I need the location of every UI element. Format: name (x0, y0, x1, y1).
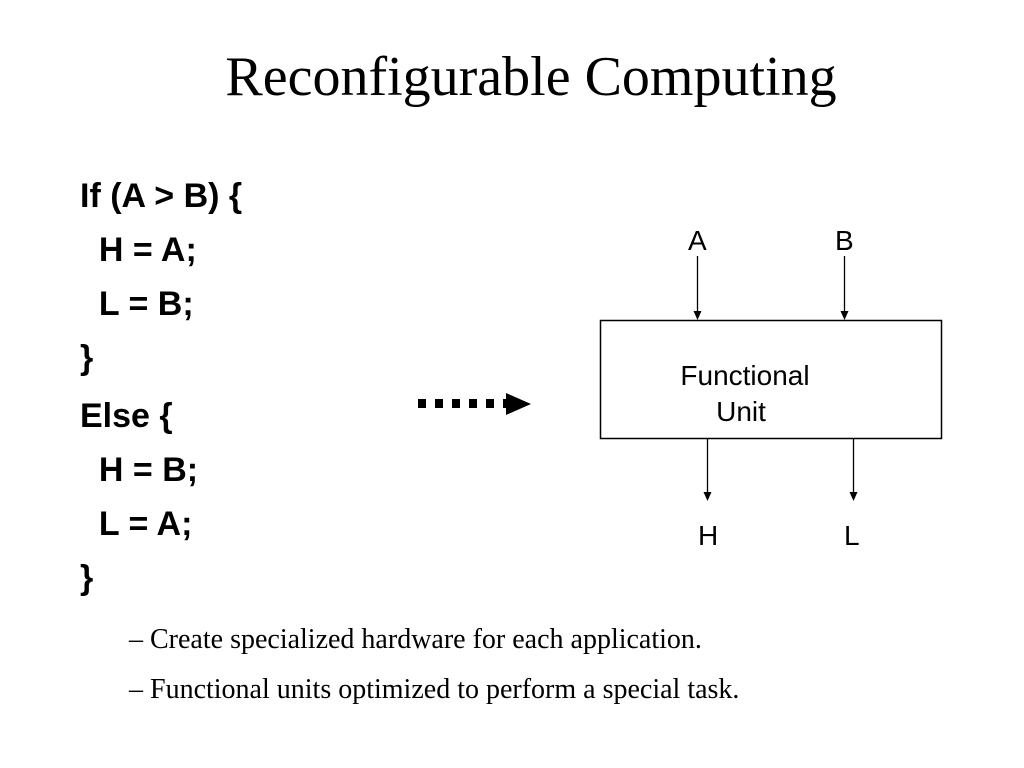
input-arrow-a (693, 256, 702, 320)
functional-unit-label-line2: Unit (716, 396, 766, 427)
code-line: } (80, 559, 94, 597)
input-label-b: B (835, 225, 854, 256)
code-line: Else { (80, 397, 173, 435)
functional-unit-label-line1: Functional (680, 360, 810, 391)
code-line: L = A; (80, 505, 193, 543)
bullet-item: – Functional units optimized to perform … (129, 674, 740, 705)
functional-unit-label: Functional Unit (600, 358, 890, 430)
code-line: H = A; (80, 231, 197, 269)
dotted-arrow-icon (418, 393, 531, 415)
functional-unit-box (599, 319, 943, 440)
input-label-a: A (688, 225, 707, 256)
slide-title: Reconfigurable Computing (225, 46, 837, 108)
output-arrow-h (703, 438, 712, 501)
output-label-l: L (844, 520, 860, 551)
input-arrow-b (840, 256, 849, 320)
bullet-item: – Create specialized hardware for each a… (129, 624, 702, 655)
code-line: L = B; (80, 285, 194, 323)
output-label-h: H (698, 520, 719, 551)
output-arrow-l (849, 438, 858, 501)
code-line: } (80, 339, 94, 377)
code-line: If (A > B) { (80, 177, 243, 215)
code-line: H = B; (80, 451, 199, 489)
